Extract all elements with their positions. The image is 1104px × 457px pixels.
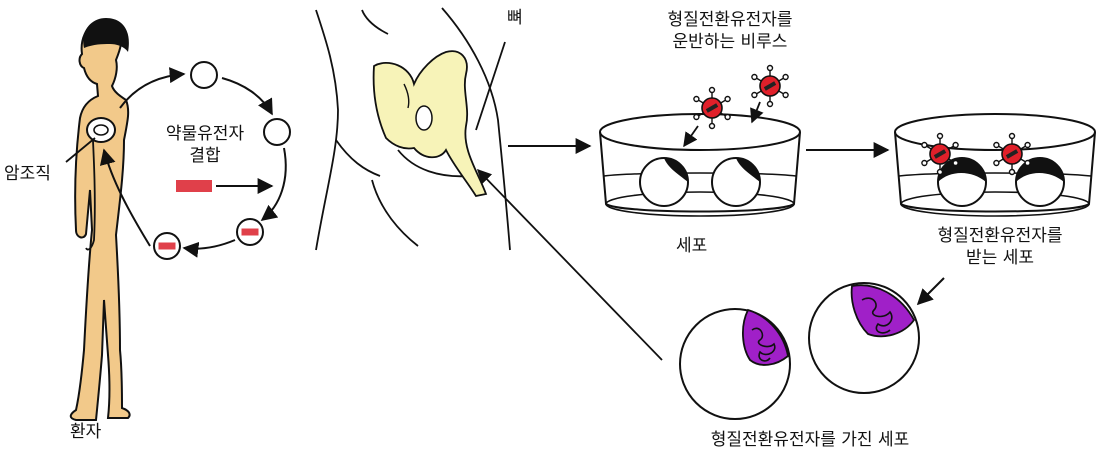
petri-dish-icon <box>600 114 800 216</box>
transformed-cell-2 <box>809 283 919 393</box>
drug-label-line2: 결합 <box>140 146 270 167</box>
bone-shape <box>374 51 486 196</box>
arrow-back-to-bone <box>478 170 662 360</box>
drug-label-line1: 약물유전자 <box>140 124 270 145</box>
receiving-label-line2: 받는 세포 <box>905 248 1095 269</box>
tumor-label: 암조직 <box>4 164 51 185</box>
transformed-label: 형질전환유전자를 가진 세포 <box>660 430 960 451</box>
arrow-to-transformed <box>918 278 944 304</box>
cell-icon <box>938 158 986 206</box>
body-shape <box>71 21 130 420</box>
cycle-circle-1 <box>191 62 217 88</box>
patient-label: 환자 <box>70 422 101 443</box>
receiving-label-line1: 형질전환유전자를 <box>905 226 1095 247</box>
virus-label-line1: 형질전환유전자를 <box>640 10 820 31</box>
cell-label: 세포 <box>676 236 707 257</box>
cell-icon <box>712 158 760 206</box>
bone-label: 뼈 <box>507 8 523 29</box>
gene-block-icon <box>176 180 212 192</box>
bone-pointer <box>476 42 505 130</box>
human-body-icon <box>71 18 130 420</box>
cell-icon <box>640 158 688 206</box>
virus-label-line2: 운반하는 비루스 <box>640 32 820 53</box>
cell-icon <box>1016 158 1064 206</box>
tumor-icon <box>87 118 115 142</box>
transformed-cell-1 <box>680 309 790 419</box>
